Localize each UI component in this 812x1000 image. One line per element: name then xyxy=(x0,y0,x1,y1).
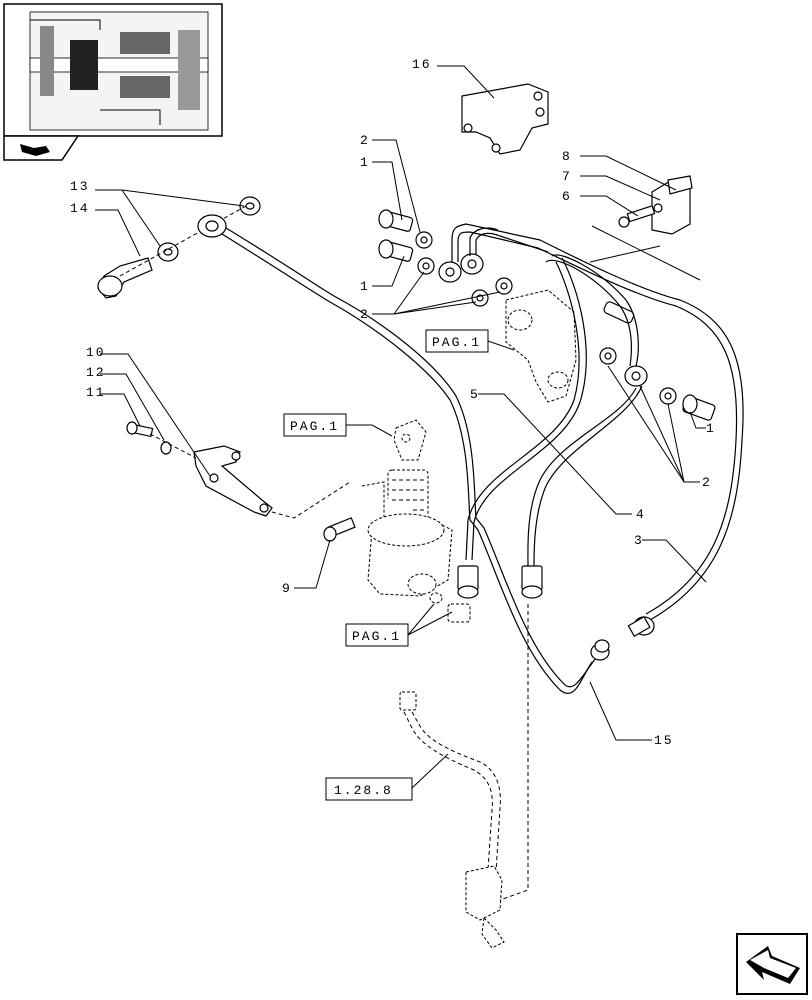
label-2-top: 2 xyxy=(360,133,370,148)
ref-box-pag1-bottom[interactable]: PAG.1 xyxy=(345,623,409,647)
banjo-bolt-part-1-right xyxy=(682,394,716,421)
banjo-bolt-part-14 xyxy=(97,257,153,299)
label-13: 13 xyxy=(70,179,90,194)
page-nav-icon[interactable] xyxy=(3,135,80,161)
ref-box-pag1-top[interactable]: PAG.1 xyxy=(425,329,489,353)
clip-bracket-parts-7-8 xyxy=(651,175,693,235)
label-8: 8 xyxy=(562,149,572,164)
ref-pag1-top-text: PAG.1 xyxy=(432,335,481,350)
part-number-labels: 16 8 7 6 2 1 13 14 1 2 10 12 11 5 1 2 4 … xyxy=(70,57,716,748)
bracket-part-16 xyxy=(461,83,549,155)
label-1-right: 1 xyxy=(706,421,716,436)
pipe-fitting-part-15-end xyxy=(590,639,610,661)
label-2-mid: 2 xyxy=(360,307,370,322)
label-16: 16 xyxy=(412,57,432,72)
label-10: 10 xyxy=(86,345,106,360)
banjo-bolt-part-1-lower xyxy=(378,239,414,262)
pipe-nut-part-5-end xyxy=(457,565,479,599)
banjo-fittings-upper xyxy=(438,253,484,283)
ref-box-1-28-8[interactable]: 1.28.8 xyxy=(325,777,413,801)
label-5: 5 xyxy=(470,387,480,402)
label-1-mid: 1 xyxy=(360,279,370,294)
label-14: 14 xyxy=(70,201,90,216)
label-1-top: 1 xyxy=(360,155,370,170)
label-12: 12 xyxy=(86,365,106,380)
lower-pipe-ghost xyxy=(399,604,529,949)
banjo-bolt-part-1-upper xyxy=(378,209,414,232)
pipe-fitting-part-3-end xyxy=(627,615,655,638)
label-11: 11 xyxy=(86,385,106,400)
label-4: 4 xyxy=(636,507,646,522)
label-15: 15 xyxy=(654,733,674,748)
ref-1-28-8-text: 1.28.8 xyxy=(334,783,393,798)
fitting-ghost-bottom xyxy=(429,592,471,623)
screw-part-9 xyxy=(323,517,356,542)
next-page-arrow-icon[interactable] xyxy=(736,933,808,995)
ref-box-pag1-mid[interactable]: PAG.1 xyxy=(283,413,347,437)
label-3: 3 xyxy=(634,533,644,548)
washer-part-13 xyxy=(239,196,261,216)
bracket-part-10 xyxy=(193,445,273,517)
label-6: 6 xyxy=(562,189,572,204)
bolt-part-6 xyxy=(618,205,656,228)
label-2-right: 2 xyxy=(702,475,712,490)
banjo-fitting-top xyxy=(197,214,227,238)
ref-pag1-bottom-text: PAG.1 xyxy=(352,629,401,644)
label-7: 7 xyxy=(562,169,572,184)
valve-body-ghost xyxy=(505,289,577,403)
pipe-nut-part-4-end xyxy=(521,565,543,599)
label-9: 9 xyxy=(282,581,292,596)
washer-part-14 xyxy=(157,242,179,262)
screw-part-11 xyxy=(126,421,154,438)
ref-pag1-mid-text: PAG.1 xyxy=(290,419,339,434)
transmission-overview-thumbnail xyxy=(3,3,223,137)
accumulator-ghost xyxy=(361,419,453,597)
washers-part-2-left xyxy=(415,231,513,307)
